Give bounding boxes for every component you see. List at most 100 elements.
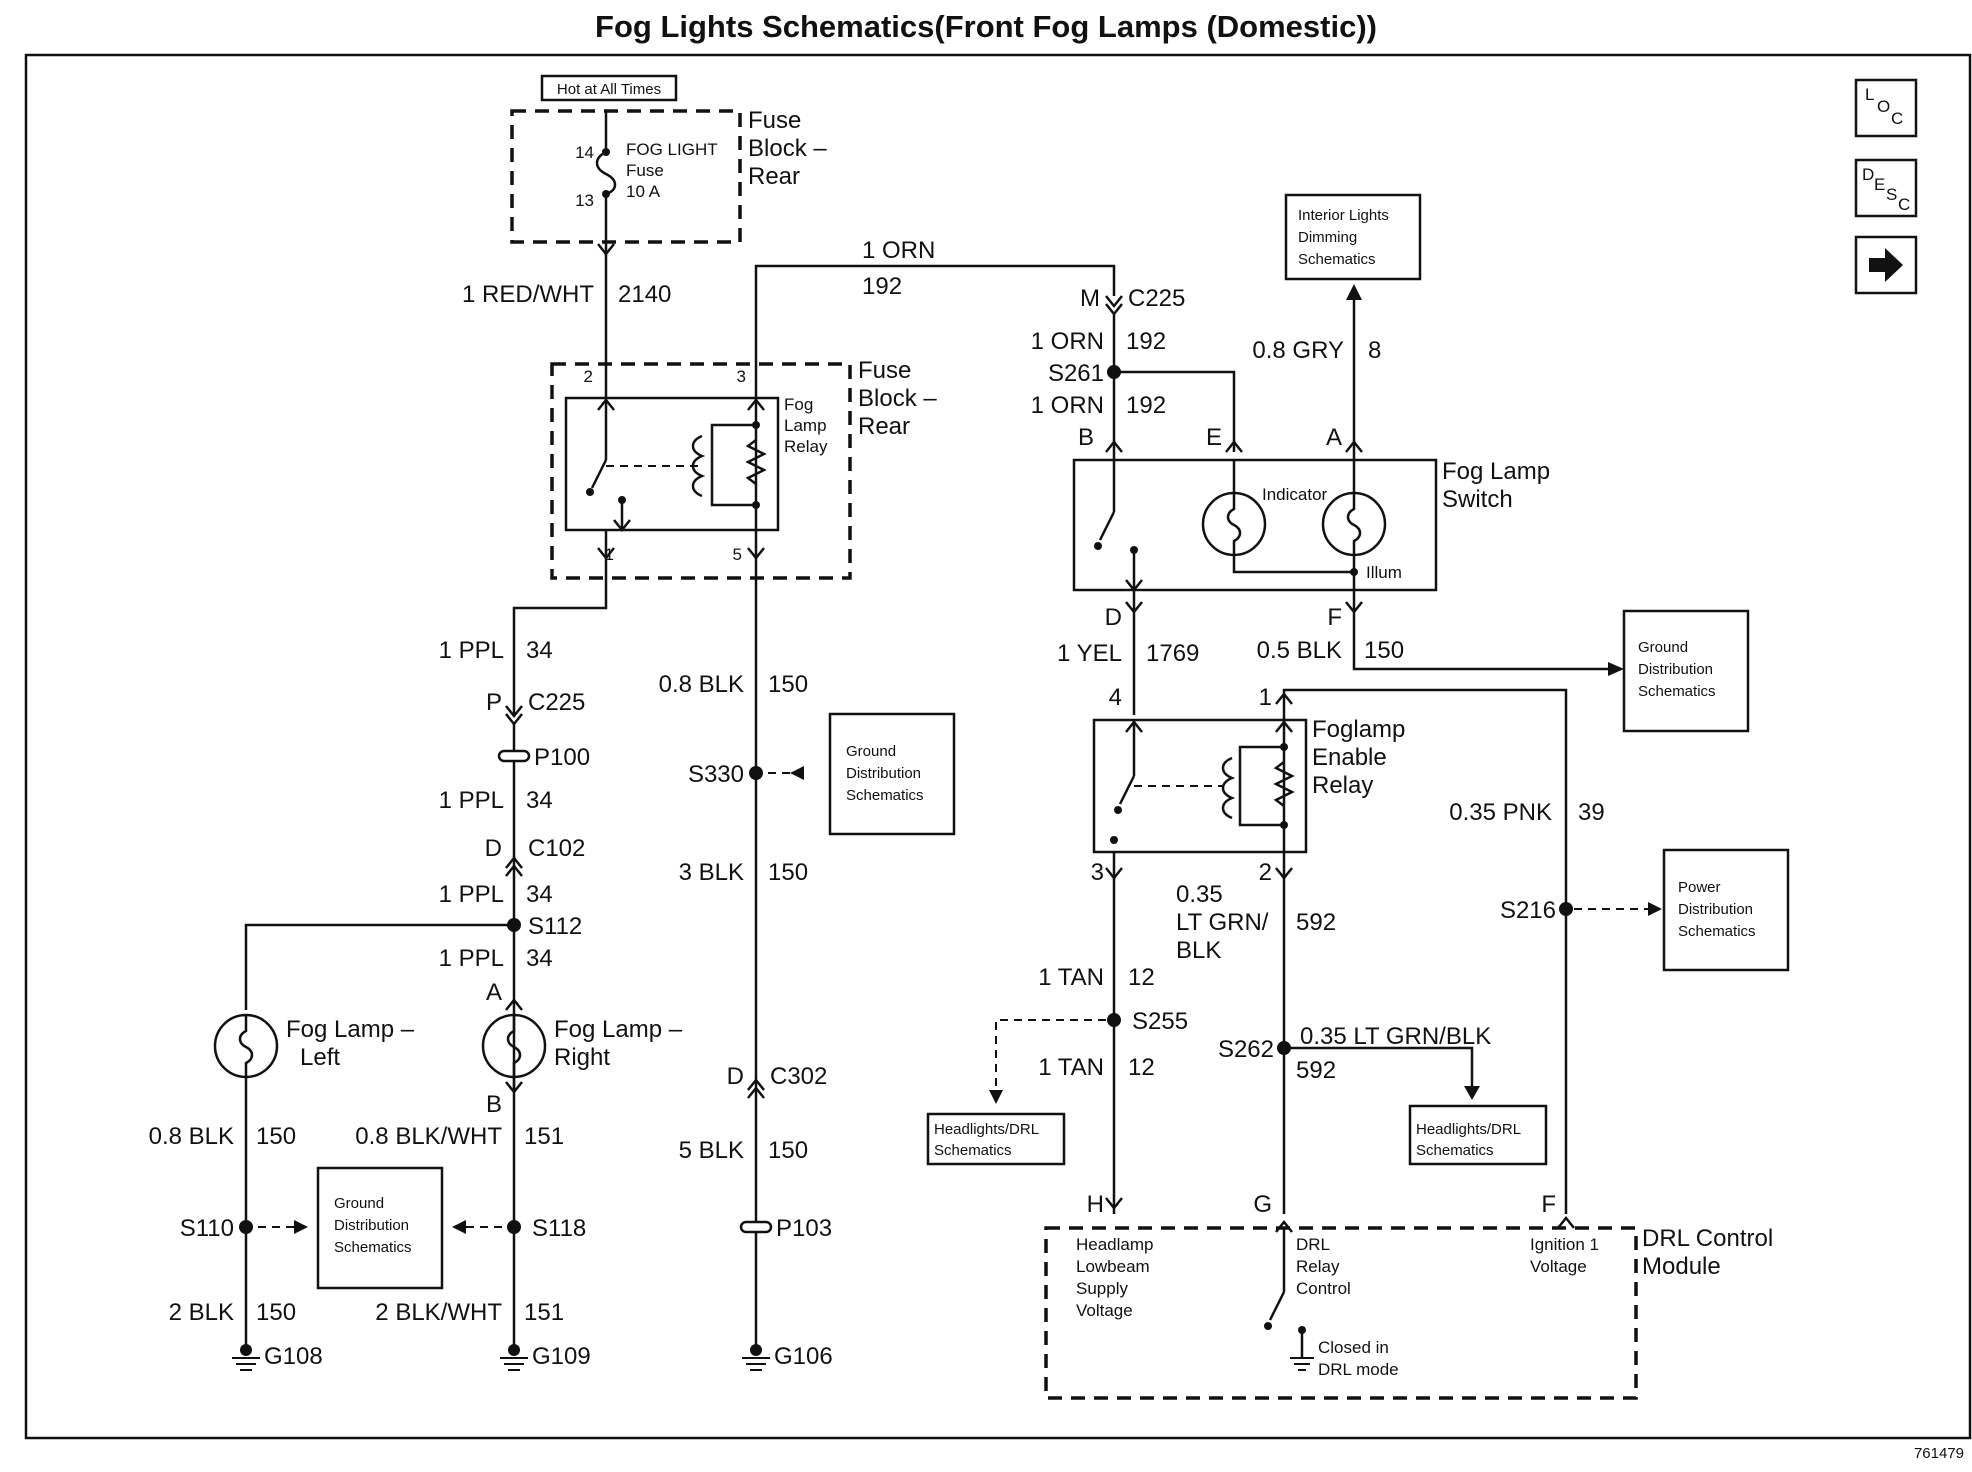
- svg-text:0.35 PNK: 0.35 PNK: [1449, 799, 1552, 826]
- svg-text:C302: C302: [770, 1063, 827, 1090]
- svg-text:Rear: Rear: [748, 163, 800, 190]
- svg-text:Fog Lamp: Fog Lamp: [1442, 458, 1550, 485]
- svg-text:2140: 2140: [618, 281, 671, 308]
- svg-text:Power: Power: [1678, 879, 1721, 896]
- loc-button[interactable]: LOC: [1854, 78, 1918, 138]
- svg-text:151: 151: [524, 1123, 564, 1150]
- svg-text:P100: P100: [534, 744, 590, 771]
- svg-text:S: S: [1886, 185, 1897, 204]
- svg-text:150: 150: [768, 1137, 808, 1164]
- fog-lamp-right: Fog Lamp – Right: [481, 997, 683, 1095]
- svg-text:592: 592: [1296, 1057, 1336, 1084]
- svg-text:34: 34: [526, 881, 553, 908]
- svg-text:P: P: [486, 689, 502, 716]
- svg-text:C: C: [1898, 195, 1910, 214]
- svg-text:2: 2: [1259, 859, 1272, 886]
- svg-text:Distribution: Distribution: [1678, 901, 1753, 918]
- svg-text:192: 192: [1126, 392, 1166, 419]
- svg-text:4: 4: [1109, 684, 1122, 711]
- svg-text:0.5 BLK: 0.5 BLK: [1257, 637, 1342, 664]
- svg-text:Rear: Rear: [858, 413, 910, 440]
- svg-text:12: 12: [1128, 964, 1155, 991]
- figure-number: 761479: [1914, 1445, 1964, 1462]
- svg-text:S118: S118: [532, 1215, 586, 1242]
- power-ref-box[interactable]: [1662, 848, 1790, 972]
- ground-ref-box-b[interactable]: [316, 1166, 444, 1290]
- svg-text:Distribution: Distribution: [334, 1217, 409, 1234]
- svg-text:H: H: [1087, 1191, 1104, 1218]
- ground-g108: G108: [264, 1343, 323, 1370]
- next-button[interactable]: [1854, 235, 1918, 295]
- svg-text:F: F: [1327, 604, 1342, 631]
- svg-text:1 PPL: 1 PPL: [439, 881, 504, 908]
- wire-150-switch: [1352, 590, 1608, 671]
- svg-text:Lamp: Lamp: [784, 416, 827, 435]
- arrow-right-icon: [1869, 248, 1903, 282]
- diagram-title: Fog Lights Schematics(Front Fog Lamps (D…: [595, 9, 1377, 44]
- svg-text:Foglamp: Foglamp: [1312, 716, 1405, 743]
- svg-text:Indicator: Indicator: [1262, 485, 1328, 504]
- svg-text:C225: C225: [528, 689, 585, 716]
- hot-at-all-times-tag: Hot at All Times: [557, 81, 661, 98]
- svg-text:Schematics: Schematics: [1638, 683, 1716, 700]
- svg-text:Voltage: Voltage: [1530, 1257, 1587, 1276]
- svg-text:Ground: Ground: [334, 1195, 384, 1212]
- svg-text:3 BLK: 3 BLK: [679, 859, 744, 886]
- svg-text:D: D: [727, 1063, 744, 1090]
- svg-text:5 BLK: 5 BLK: [679, 1137, 744, 1164]
- svg-text:D: D: [485, 835, 502, 862]
- svg-text:Dimming: Dimming: [1298, 229, 1357, 246]
- svg-text:192: 192: [1126, 328, 1166, 355]
- ground-ref-box-c[interactable]: [1622, 609, 1750, 733]
- svg-text:Headlights/DRL: Headlights/DRL: [1416, 1121, 1521, 1138]
- svg-text:Block –: Block –: [858, 385, 937, 412]
- svg-text:Supply: Supply: [1076, 1279, 1128, 1298]
- svg-text:Relay: Relay: [1312, 772, 1373, 799]
- interior-lights-ref-box[interactable]: [1284, 193, 1422, 281]
- svg-text:0.8 BLK/WHT: 0.8 BLK/WHT: [355, 1123, 502, 1150]
- svg-text:0.8 BLK: 0.8 BLK: [659, 671, 744, 698]
- svg-text:Fog: Fog: [784, 395, 813, 414]
- svg-text:1: 1: [1259, 684, 1272, 711]
- headlights-ref-box-a[interactable]: [926, 1112, 1066, 1166]
- svg-text:A: A: [1326, 424, 1342, 451]
- svg-text:1 YEL: 1 YEL: [1057, 640, 1122, 667]
- ground-ref-box-a[interactable]: [828, 712, 956, 836]
- svg-text:3: 3: [1091, 859, 1104, 886]
- resistor-icon: [745, 439, 767, 485]
- svg-text:Closed in: Closed in: [1318, 1338, 1389, 1357]
- svg-text:1 PPL: 1 PPL: [439, 945, 504, 972]
- wire-192-top: [754, 264, 1116, 398]
- svg-text:G: G: [1253, 1191, 1272, 1218]
- headlights-ref-box-b[interactable]: [1408, 1104, 1548, 1166]
- svg-text:14: 14: [575, 143, 594, 162]
- svg-text:LT GRN/: LT GRN/: [1176, 909, 1269, 936]
- svg-text:0.35: 0.35: [1176, 881, 1223, 908]
- svg-text:Left: Left: [300, 1044, 340, 1071]
- svg-text:Headlights/DRL: Headlights/DRL: [934, 1121, 1039, 1138]
- svg-text:Ground: Ground: [1638, 639, 1688, 656]
- svg-text:1769: 1769: [1146, 640, 1199, 667]
- svg-text:DRL mode: DRL mode: [1318, 1360, 1399, 1379]
- svg-text:13: 13: [575, 191, 594, 210]
- drl-control-module: DRL Control Module H G F Headlamp Lowbea…: [1044, 1191, 1773, 1400]
- fog-lamp-left: Fog Lamp – Left: [213, 1013, 415, 1079]
- svg-text:34: 34: [526, 787, 553, 814]
- svg-text:FOG LIGHT: FOG LIGHT: [626, 140, 718, 159]
- svg-text:1 TAN: 1 TAN: [1038, 1054, 1104, 1081]
- svg-text:C: C: [1891, 109, 1903, 128]
- svg-text:Enable: Enable: [1312, 744, 1387, 771]
- svg-text:150: 150: [256, 1123, 296, 1150]
- svg-text:151: 151: [524, 1299, 564, 1326]
- svg-text:Ground: Ground: [846, 743, 896, 760]
- svg-text:Block –: Block –: [748, 135, 827, 162]
- svg-text:12: 12: [1128, 1054, 1155, 1081]
- svg-text:150: 150: [256, 1299, 296, 1326]
- svg-text:F: F: [1541, 1191, 1556, 1218]
- svg-text:192: 192: [862, 273, 902, 300]
- svg-text:Schematics: Schematics: [1416, 1142, 1494, 1159]
- fuse-block-rear-top: Hot at All Times Fuse Block – Rear FOG L…: [510, 74, 827, 244]
- diagram-frame: [24, 53, 1972, 1440]
